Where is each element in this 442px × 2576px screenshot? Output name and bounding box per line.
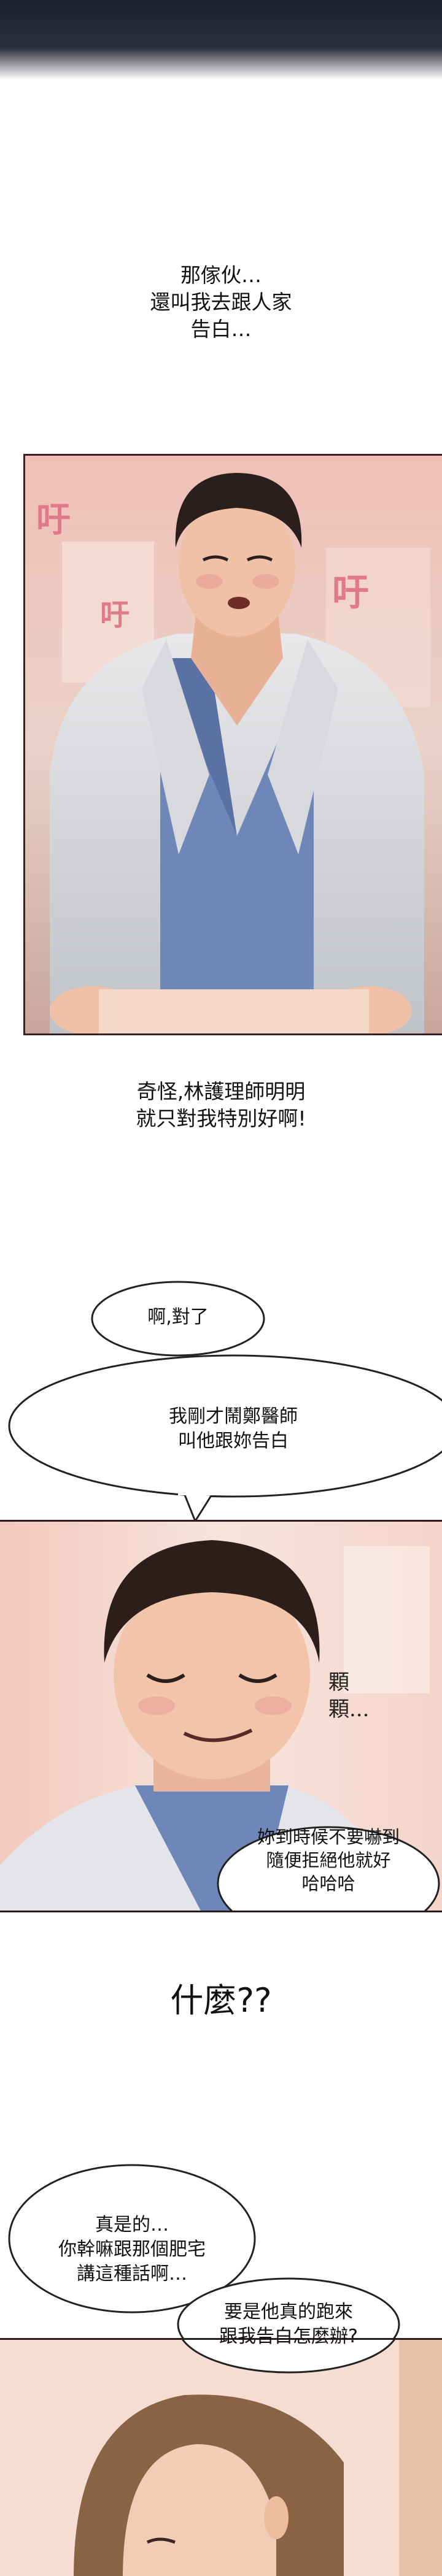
narration-text-1: 那傢伙… 還叫我去跟人家 告白…: [150, 263, 292, 341]
speech-bubble-told-doctor: 我剛才鬧鄭醫師 叫他跟妳告白: [169, 1406, 298, 1452]
narration-text-2: 奇怪,林護理師明明 就只對我特別好啊!: [136, 1079, 306, 1130]
speech-bubble-dont-be-scared: 妳到時候不要嚇到 隨便拒絕他就好 哈哈哈: [257, 1827, 400, 1894]
panel-3-nurse-worried: [0, 2338, 442, 2576]
sfx-nod: 顆 顆...: [328, 1670, 370, 1722]
speech-bubbles-1: [8, 1281, 442, 1521]
sfx-breath-3: 吁: [332, 572, 369, 615]
sfx-breath-2: 吁: [100, 598, 130, 632]
sfx-breath-1: 吁: [36, 500, 71, 540]
top-dark-band: [0, 0, 442, 80]
speech-bubble-what-if-confess: 要是他真的跑來 跟我告白怎麼辦?: [219, 2301, 358, 2347]
speech-bubble-oh-right: 啊,對了: [147, 1306, 209, 1328]
panel-1-doctor-blushing: 吁 吁 吁: [23, 454, 442, 1035]
panel-2-nurse-laughing: 顆 顆... 妳到時候不要嚇到 隨便拒絕他就好 哈哈哈: [0, 1520, 442, 1912]
speech-bubble-why-tell-him: 真是的… 你幹嘛跟那個肥宅 講這種話啊…: [58, 2214, 206, 2285]
exclaim-what: 什麼??: [170, 1981, 272, 2020]
